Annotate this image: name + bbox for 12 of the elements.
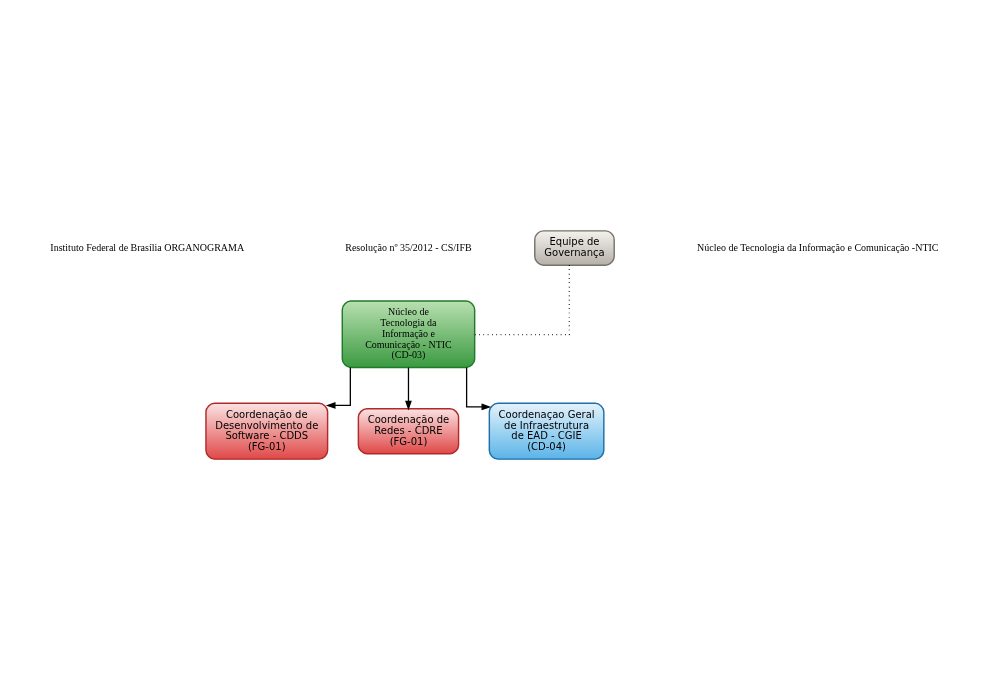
arrow	[465, 366, 492, 411]
arrow	[325, 366, 351, 409]
label: Núcleo de Tecnologia da Informação e Comunicação -NTIC	[697, 241, 939, 253]
arrow	[405, 367, 412, 411]
node-box: Coordenação de Redes - CDRE (FG-01)	[357, 407, 460, 455]
node-box: Coordenaçao Geral de Infraestrutura de EAD - CGIE (CD-04)	[488, 402, 605, 460]
label: Resolução nº 35/2012 - CS/IFB	[345, 241, 472, 253]
node-box: Núcleo de Tecnologia da Informação e Comunicação - NTIC (CD-03)	[341, 300, 476, 369]
node-box: Equipe de Governança	[534, 230, 615, 266]
connector	[474, 264, 570, 336]
label: Instituto Federal de Brasília ORGANOGRAMA	[50, 241, 245, 253]
node-box: Coordenação de Desenvolvimento de Software - CDDS (FG-01)	[205, 402, 329, 460]
